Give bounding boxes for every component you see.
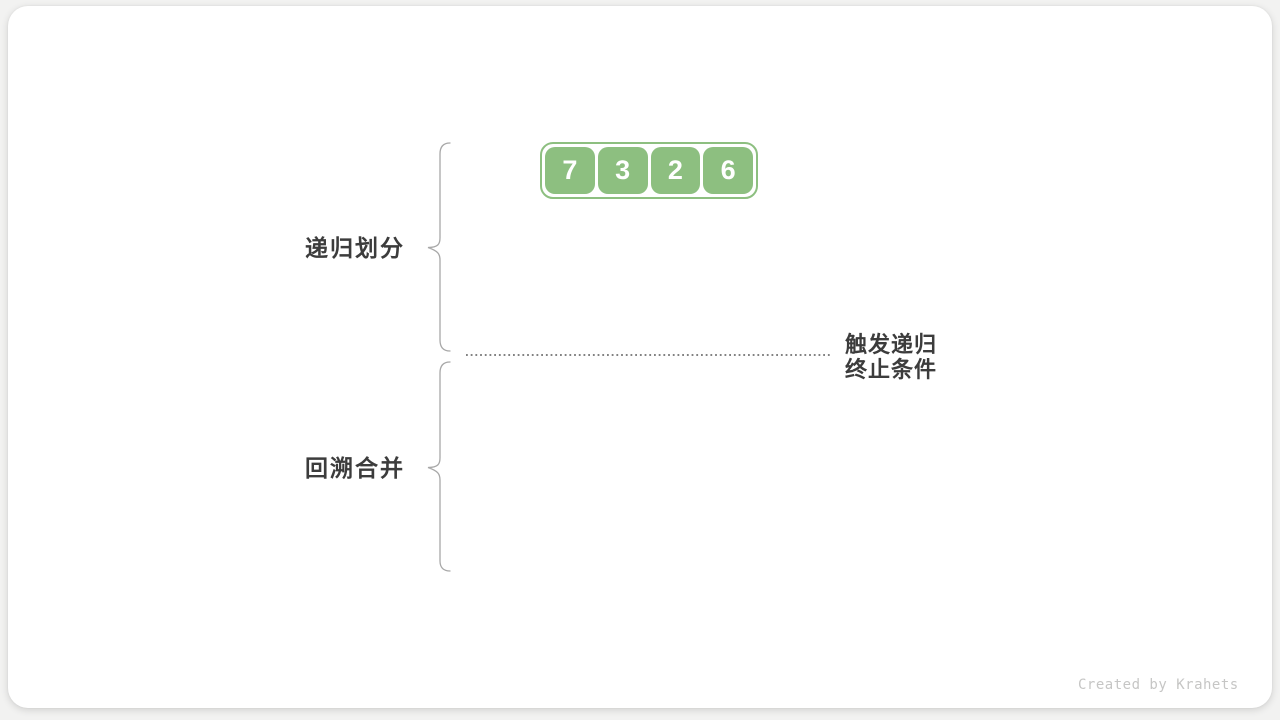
array: 7 3 2 6 (540, 142, 758, 199)
watermark: Created by Krahets (1078, 677, 1239, 693)
label-termination-line2: 终止条件 (845, 357, 938, 382)
array-cell: 6 (703, 147, 753, 194)
array-cell: 2 (650, 147, 701, 194)
label-termination-line1: 触发递归 (845, 332, 938, 357)
label-recursive-divide: 递归划分 (305, 235, 405, 261)
diagram-card (8, 6, 1272, 708)
array-cell: 3 (597, 147, 648, 194)
label-backtrack-merge: 回溯合并 (305, 455, 405, 481)
label-termination-condition: 触发递归 终止条件 (845, 332, 937, 382)
array-cell: 7 (545, 147, 595, 194)
